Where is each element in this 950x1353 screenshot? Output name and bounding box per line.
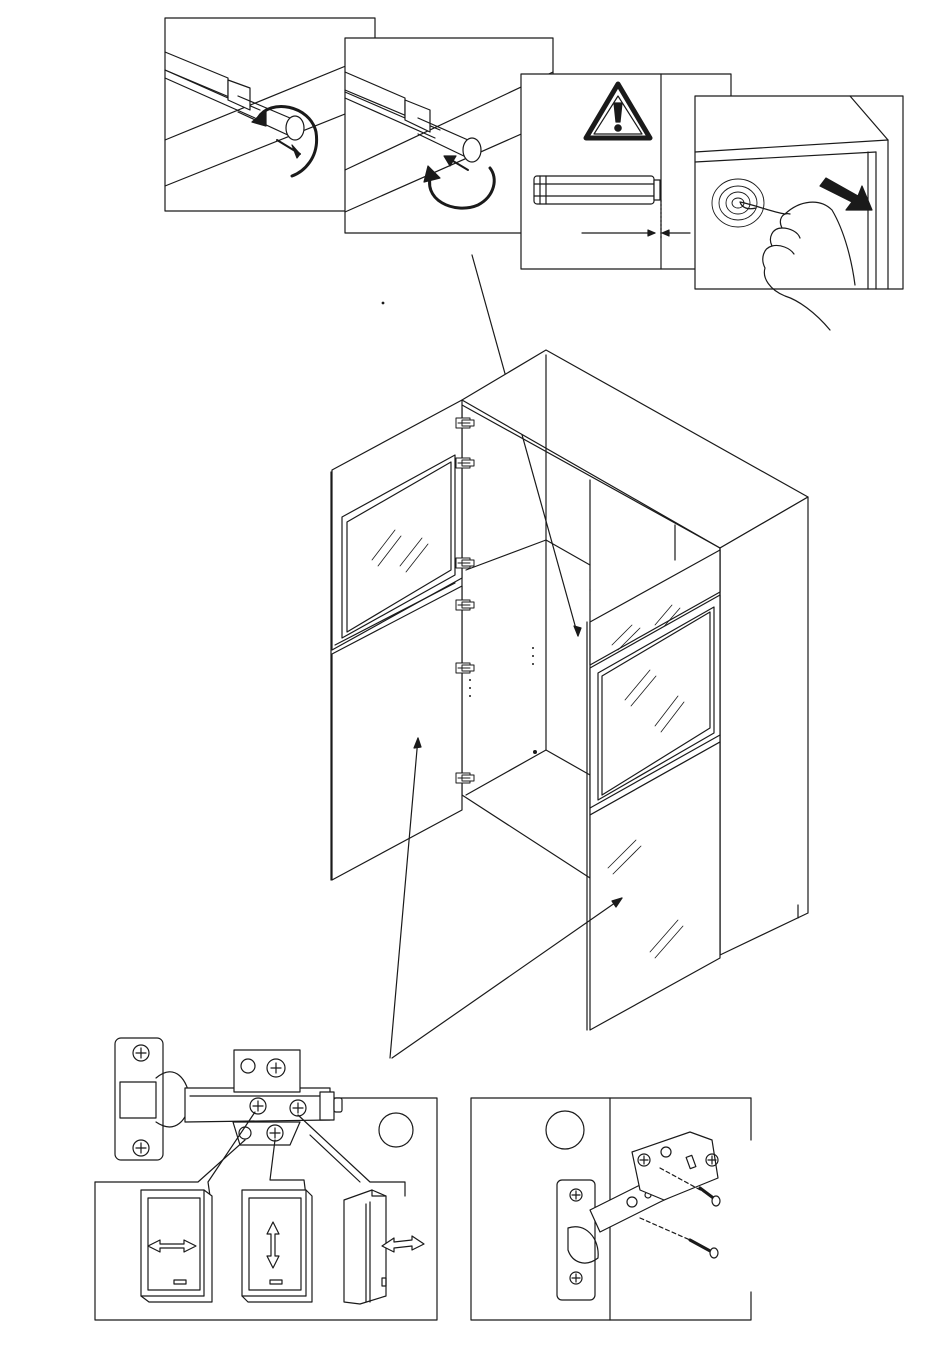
panel-push-to-open [695, 96, 903, 330]
horizontal-adjust-icon [141, 1190, 212, 1302]
vertical-adjust-icon [242, 1190, 312, 1302]
hinge-adjustment-detail [95, 1038, 437, 1320]
hinge-mounting-detail [471, 1098, 751, 1320]
shelf-pin-holes [469, 647, 537, 754]
push-latch-icon [534, 176, 660, 204]
panel-damper-unscrew [165, 18, 375, 211]
